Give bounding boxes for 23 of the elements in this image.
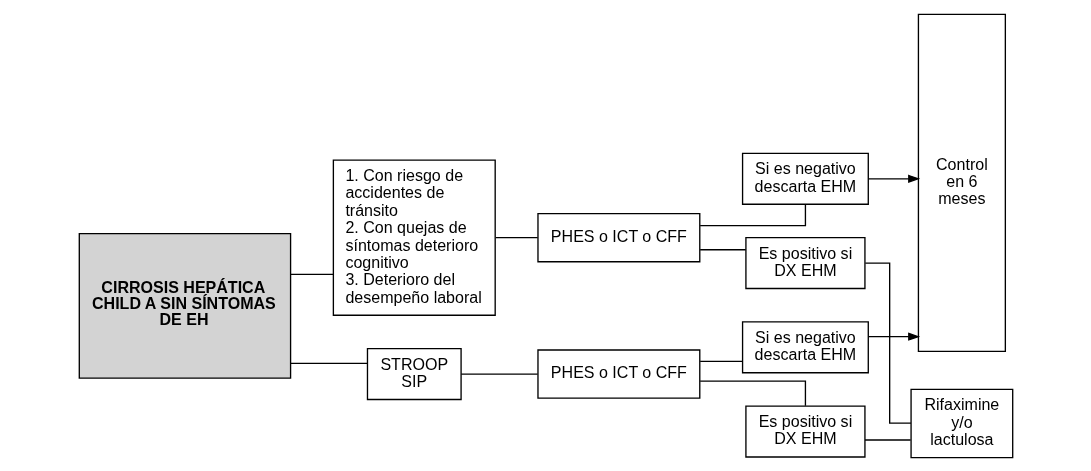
node-box: PHES o ICT o CFF — [536, 348, 700, 399]
node-box: CIRROSIS HEPÁTICA CHILD A SIN SÍNTOMAS DE EH — [78, 232, 291, 379]
node-box: 1. Con riesgo de accidentes de tránsito 2. Con quejas de síntomas deterioro cognitivo 3. Deterioro del desempeño laboral — [332, 158, 496, 316]
connector — [460, 372, 538, 375]
arrow — [867, 331, 920, 341]
connector — [863, 438, 911, 441]
node-box: Si es negativo descarta EHM — [741, 320, 869, 373]
connector — [699, 248, 746, 250]
node-box: STROOP SIP — [366, 347, 462, 400]
node-box: Rifaximine y/o lactulosa — [909, 388, 1013, 458]
connector — [289, 273, 334, 275]
connector — [289, 362, 368, 364]
connector — [864, 261, 912, 424]
node-box: Es positivo si DX EHM — [744, 405, 866, 458]
node-box: Es positivo si DX EHM — [744, 236, 866, 289]
connector — [699, 379, 806, 406]
node-box: Control en 6 meses — [917, 13, 1006, 352]
node-box: Si es negativo descarta EHM — [741, 152, 869, 205]
connector — [494, 236, 538, 238]
node-box: PHES o ICT o CFF — [536, 212, 700, 262]
connector — [699, 203, 806, 226]
arrow — [867, 174, 920, 183]
connector — [699, 360, 743, 362]
